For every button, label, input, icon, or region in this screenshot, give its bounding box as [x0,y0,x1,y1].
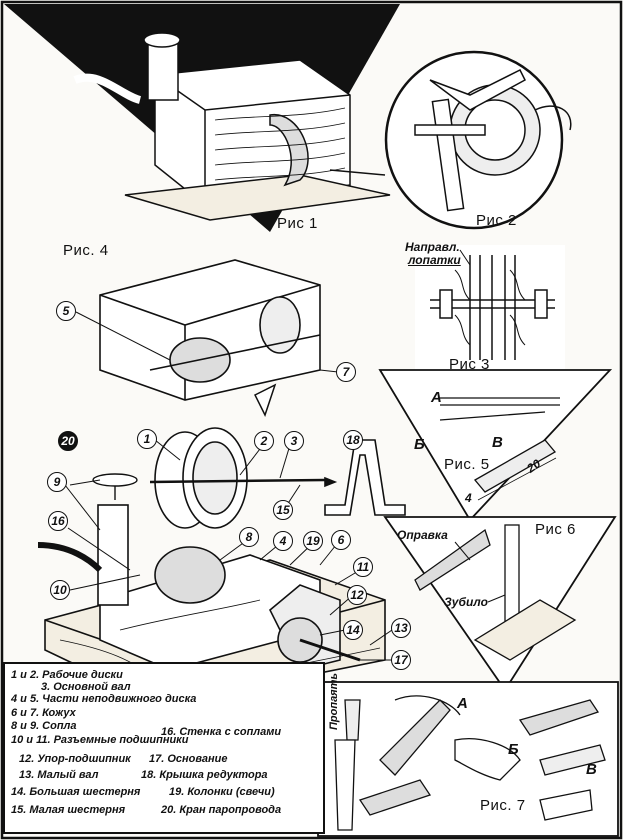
solder-label: Пропаять [328,673,340,730]
legend-item: 4 и 5. Части неподвижного диска [11,693,197,705]
fig5-blade-drawing [439,397,560,501]
legend-item: 20. Кран паропровода [161,804,282,816]
callout-12: 12 [347,585,367,605]
legend-item: 6 и 7. Кожух [11,707,76,719]
fig1-turbine-housing [73,32,391,221]
callout-10: 10 [50,580,70,600]
fig5-label: Рис. 5 [444,456,490,473]
callout-2: 2 [254,431,274,451]
fig7-label-b: Б [508,741,519,758]
fig5-label-b: Б [414,436,425,453]
callout-19: 19 [303,531,323,551]
callout-13: 13 [391,618,411,638]
fig5-label-v: В [492,434,503,451]
legend-item: 13. Малый вал [19,769,99,781]
callout-6: 6 [331,530,351,550]
callout-18: 18 [343,430,363,450]
callout-5: 5 [56,301,76,321]
legend-item: 14. Большая шестерня [11,786,141,798]
fig7-label-a: А [457,695,468,712]
callout-11: 11 [353,557,373,577]
callout-9: 9 [47,472,67,492]
fig5-label-a: А [431,389,442,406]
guide-vanes-label-line1: Направл. [405,240,460,254]
fig2-wrench-drawing [414,68,572,212]
fig3-label: Рис 3 [449,356,490,373]
legend-item: 8 и 9. Сопла [11,720,77,732]
callout-4: 4 [273,531,293,551]
fig7-hands-drawing [334,695,606,831]
fig6-label: Рис 6 [535,521,576,538]
fig4-label: Рис. 4 [63,242,109,259]
leader-lines [64,249,506,661]
legend-item: 3. Основной вал [41,681,131,693]
callout-3: 3 [284,431,304,451]
cover-bracket-18 [324,439,406,516]
chisel-label: Зубило [444,595,488,609]
fig5-dimension-4: 4 [465,491,472,505]
callout-1: 1 [137,429,157,449]
fig2-label: Рис 2 [476,212,517,229]
legend-item: 17. Основание [149,753,228,765]
callout-14: 14 [343,620,363,640]
legend-item: 10 и 11. Разъемные подшипники [11,734,189,746]
legend-item: 12. Упор-подшипник [19,753,131,765]
guide-vanes-label-line2: лопатки [408,253,461,267]
main-assembly-disks [149,427,338,529]
fig4-turbine-in-housing [99,259,321,401]
callout-20: 20 [58,431,78,451]
legend-item: 18. Крышка редуктора [141,769,268,781]
fig3-cross-section [415,245,565,370]
fig4-pointer [253,383,277,417]
legend-item: 16. Стенка с соплами [161,726,282,738]
fig1-wood-grain [214,107,346,181]
fig6-chisel-drawing [414,524,577,661]
legend-item: 19. Колонки (свечи) [169,786,275,798]
fig6-triangle-frame [383,516,617,692]
callout-8: 8 [239,527,259,547]
fig7-label-v: В [586,761,597,778]
parts-legend: 1 и 2. Рабочие диски 3. Основной вал 4 и… [3,662,325,834]
mandrel-label: Оправка [397,528,448,542]
legend-item: 15. Малая шестерня [11,804,126,816]
callout-7: 7 [336,362,356,382]
fig7-label: Рис. 7 [480,797,526,814]
fig1-label: Рис 1 [277,215,318,232]
steam-valve-20 [92,473,138,500]
callout-17: 17 [391,650,411,670]
callout-15: 15 [273,500,293,520]
legend-item: 1 и 2. Рабочие диски [11,669,123,681]
callout-16: 16 [48,511,68,531]
